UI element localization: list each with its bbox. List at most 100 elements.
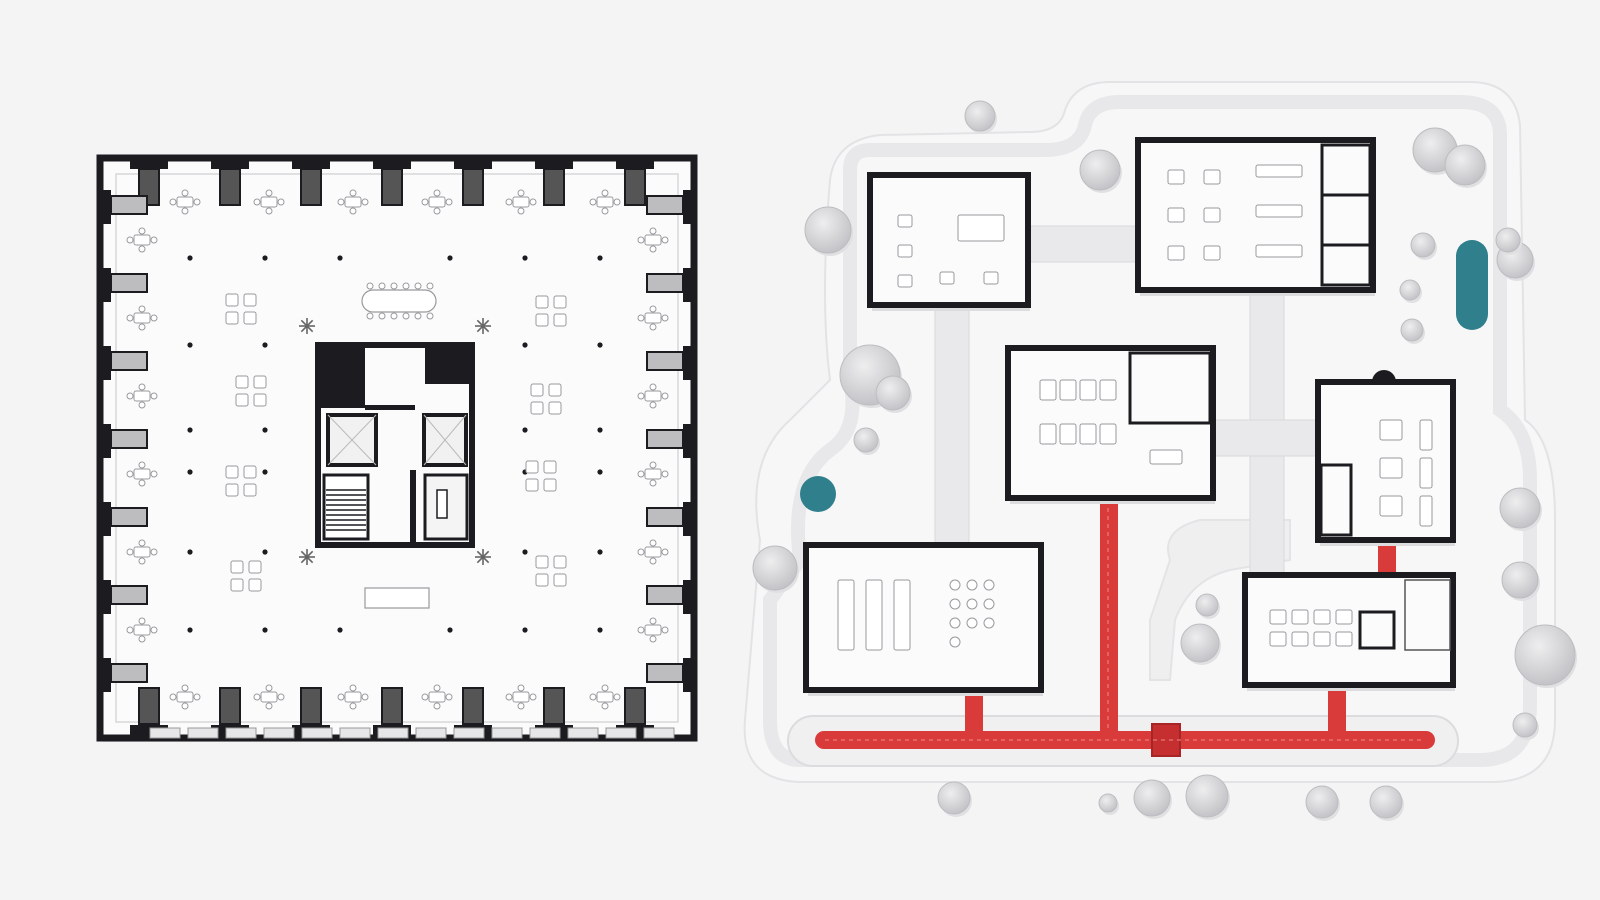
chair (637, 314, 645, 322)
bench-table (364, 587, 430, 609)
table (1335, 631, 1353, 647)
chair (277, 693, 285, 701)
desk (553, 555, 567, 569)
table (260, 196, 278, 208)
chair (138, 323, 146, 331)
column (337, 627, 343, 633)
plant-leaf (306, 550, 314, 558)
chair (433, 684, 441, 692)
chair (265, 702, 273, 710)
table (1313, 609, 1331, 625)
table (1335, 609, 1353, 625)
chair (193, 693, 201, 701)
chair (361, 198, 369, 206)
column (597, 255, 603, 261)
chair (265, 189, 273, 197)
chair (265, 684, 273, 692)
chair (138, 305, 146, 313)
chair (150, 626, 158, 634)
chair (517, 684, 525, 692)
bay-left (97, 268, 111, 302)
tree (1098, 793, 1118, 813)
pavilion-a (867, 172, 1031, 311)
table (344, 196, 362, 208)
tree (1305, 785, 1339, 819)
chair (126, 548, 134, 556)
spine-branch-c (1100, 495, 1118, 735)
chair (366, 312, 374, 320)
round-table (966, 617, 978, 629)
plant-leaf (476, 319, 484, 327)
bay-left-pier (110, 429, 148, 449)
chair (589, 693, 597, 701)
table (1099, 423, 1117, 445)
bay-bottom-pier (300, 687, 322, 725)
spine-node (1151, 723, 1181, 757)
desk (530, 401, 544, 415)
red-spine-path (787, 495, 1459, 767)
tree (804, 206, 852, 254)
chair (649, 227, 657, 235)
desk (230, 560, 244, 574)
spine-branch-e (965, 690, 983, 735)
column (187, 427, 193, 433)
tree (1495, 227, 1521, 253)
table (1039, 379, 1057, 401)
bay-top (130, 155, 168, 169)
tree (1514, 624, 1576, 686)
window-bottom (149, 727, 181, 739)
plant-leaf (306, 319, 314, 327)
chair (169, 198, 177, 206)
core-shaft-right (425, 348, 469, 384)
column (522, 427, 528, 433)
column-grid (187, 255, 603, 633)
bay-left (97, 658, 111, 692)
plant-leaf (300, 325, 308, 333)
tree (1501, 561, 1539, 599)
conference-table (361, 289, 437, 313)
window-bottom (225, 727, 257, 739)
chair (613, 198, 621, 206)
round-table (949, 579, 961, 591)
bay-bottom-pier (624, 687, 646, 725)
window-bottom (529, 727, 561, 739)
chair (349, 207, 357, 215)
window-bottom (491, 727, 523, 739)
chair (193, 198, 201, 206)
desk (535, 555, 549, 569)
bay-right (683, 658, 697, 692)
desk (530, 383, 544, 397)
chair (445, 198, 453, 206)
pavilion-f-room (1358, 610, 1396, 650)
tree (1399, 279, 1421, 301)
table (1255, 244, 1303, 258)
chair (126, 470, 134, 478)
table (428, 691, 446, 703)
pavilion-f-zone (1404, 579, 1451, 651)
column (597, 342, 603, 348)
pavilion-e (803, 542, 1044, 696)
bay-bottom-pier (462, 687, 484, 725)
chair (433, 189, 441, 197)
chair (601, 702, 609, 710)
table (897, 274, 913, 288)
desk (525, 460, 539, 474)
restroom-stall (436, 489, 448, 519)
chair (661, 236, 669, 244)
plant-leaf (482, 550, 490, 558)
bay-right-pier (646, 351, 684, 371)
bay-left (97, 580, 111, 614)
table (1379, 457, 1403, 479)
desk (235, 375, 249, 389)
table (1079, 379, 1097, 401)
chair (426, 282, 434, 290)
chair (649, 323, 657, 331)
chair (661, 626, 669, 634)
chair (414, 312, 422, 320)
desk (543, 478, 557, 492)
table (176, 691, 194, 703)
table (596, 691, 614, 703)
chair (613, 693, 621, 701)
tree (752, 545, 798, 591)
